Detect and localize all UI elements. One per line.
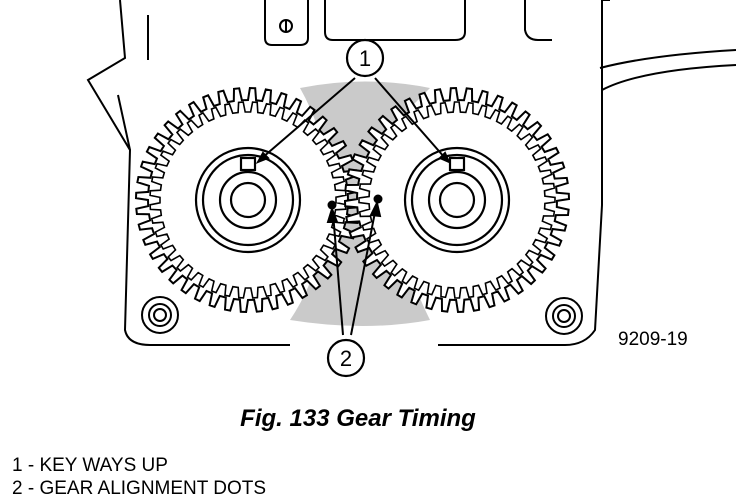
right-gear-hub — [403, 146, 511, 254]
figure-caption: Fig. 133 Gear Timing — [240, 405, 476, 432]
callout-2-leaders — [326, 200, 382, 336]
gear-right-inner-ring — [358, 101, 556, 299]
left-alignment-dot — [327, 200, 337, 210]
gear-timing-illustration: 1 2 — [86, 0, 736, 378]
right-bolt-boss — [545, 297, 583, 335]
callout-1-marker: 1 — [345, 38, 385, 78]
callout-1-number: 1 — [359, 46, 371, 71]
callout-2-marker: 2 — [326, 338, 366, 378]
callout-2-number: 2 — [340, 346, 352, 371]
right-alignment-dot — [373, 194, 383, 204]
gear-right-web — [377, 120, 537, 280]
legend-item-key-ways-up: 1 - KEY WAYS UP — [12, 455, 168, 476]
legend-item-gear-alignment-dots: 2 - GEAR ALIGNMENT DOTS — [12, 478, 267, 499]
gear-left-web — [168, 120, 328, 280]
callout-1-leaders — [255, 77, 451, 164]
engine-housing — [86, 0, 736, 346]
right-gear — [343, 86, 571, 314]
gear-left-inner-ring — [149, 101, 347, 299]
left-gear-hub — [194, 146, 302, 254]
left-bolt-boss — [141, 296, 179, 334]
left-gear — [134, 86, 362, 314]
legend: 1 - KEY WAYS UP 2 - GEAR ALIGNMENT DOTS — [12, 454, 266, 500]
gear-timing-diagram: 1 2 — [86, 0, 736, 378]
figure-id: 9209-19 — [618, 329, 688, 350]
